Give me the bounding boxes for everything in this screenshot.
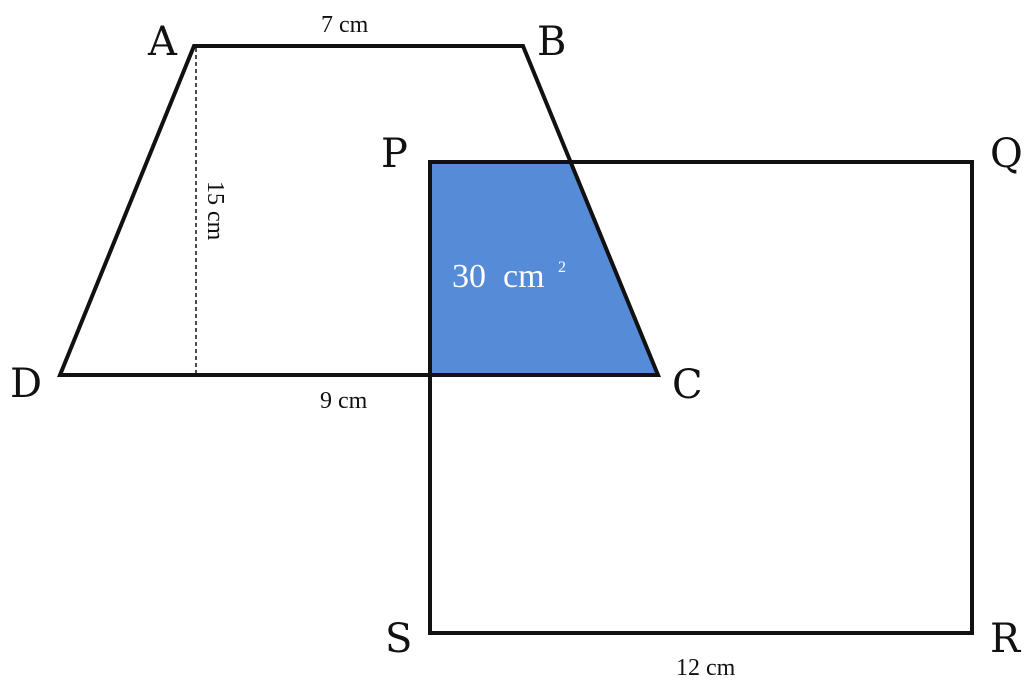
vertex-label-b: B [537,19,566,65]
vertex-label-s: S [385,616,412,662]
square-pqrs [428,160,974,635]
top-side-label: 7 cm [321,12,369,38]
square-side-label: 12 cm [676,655,736,681]
vertex-label-p: P [381,131,408,177]
overlap-area-exponent: 2 [558,259,566,276]
vertex-label-d: D [10,361,42,407]
overlap-area-label: 30 cm [452,258,545,295]
overlap-region [430,162,658,375]
vertex-label-c: C [672,362,703,408]
vertex-label-q: Q [990,131,1023,177]
vertex-label-r: R [990,616,1022,662]
vertex-label-a: A [147,19,178,65]
height-label: 15 cm [202,181,228,241]
trapezium-abcd [57,44,661,377]
bottom-side-label: 9 cm [320,388,368,414]
